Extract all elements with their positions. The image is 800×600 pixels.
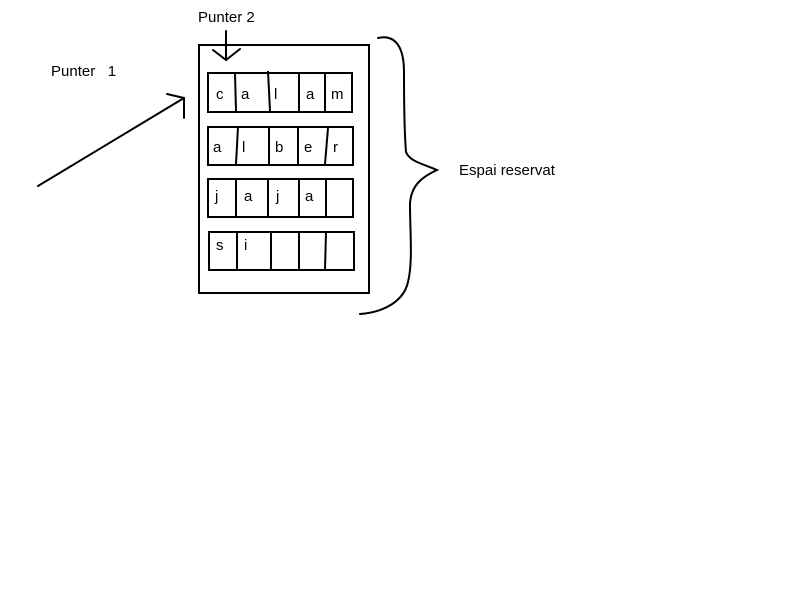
pointer1-arrow xyxy=(37,93,185,187)
cell-char: m xyxy=(331,86,344,103)
cell-char: a xyxy=(306,86,315,103)
pointer1-label: Punter 1 xyxy=(51,63,117,80)
cell-char: r xyxy=(333,139,338,156)
pointer2-arrow xyxy=(212,30,241,61)
memory-block xyxy=(198,44,370,294)
cell-char: i xyxy=(244,237,248,254)
row-boxes xyxy=(207,72,355,271)
cell-char: e xyxy=(304,139,313,156)
reserved-space-brace xyxy=(359,36,440,315)
cell-char: s xyxy=(216,237,224,254)
cell-char: l xyxy=(242,139,246,156)
row-box-4 xyxy=(208,231,355,271)
cell-char: a xyxy=(244,188,253,205)
row-box-3 xyxy=(207,178,354,218)
cell-char: j xyxy=(215,188,219,205)
cell-dividers xyxy=(234,70,329,271)
cell-char: c xyxy=(216,86,224,103)
row-box-2 xyxy=(207,126,354,166)
pointer2-label: Punter 2 xyxy=(198,9,255,26)
cell-char: l xyxy=(274,86,278,103)
row-box-1 xyxy=(207,72,353,113)
cell-char: a xyxy=(305,188,314,205)
cell-char: b xyxy=(275,139,284,156)
cell-char: j xyxy=(276,188,280,205)
reserved-space-label: Espai reservat xyxy=(459,162,555,179)
cell-char: a xyxy=(213,139,222,156)
cell-char: a xyxy=(241,86,250,103)
